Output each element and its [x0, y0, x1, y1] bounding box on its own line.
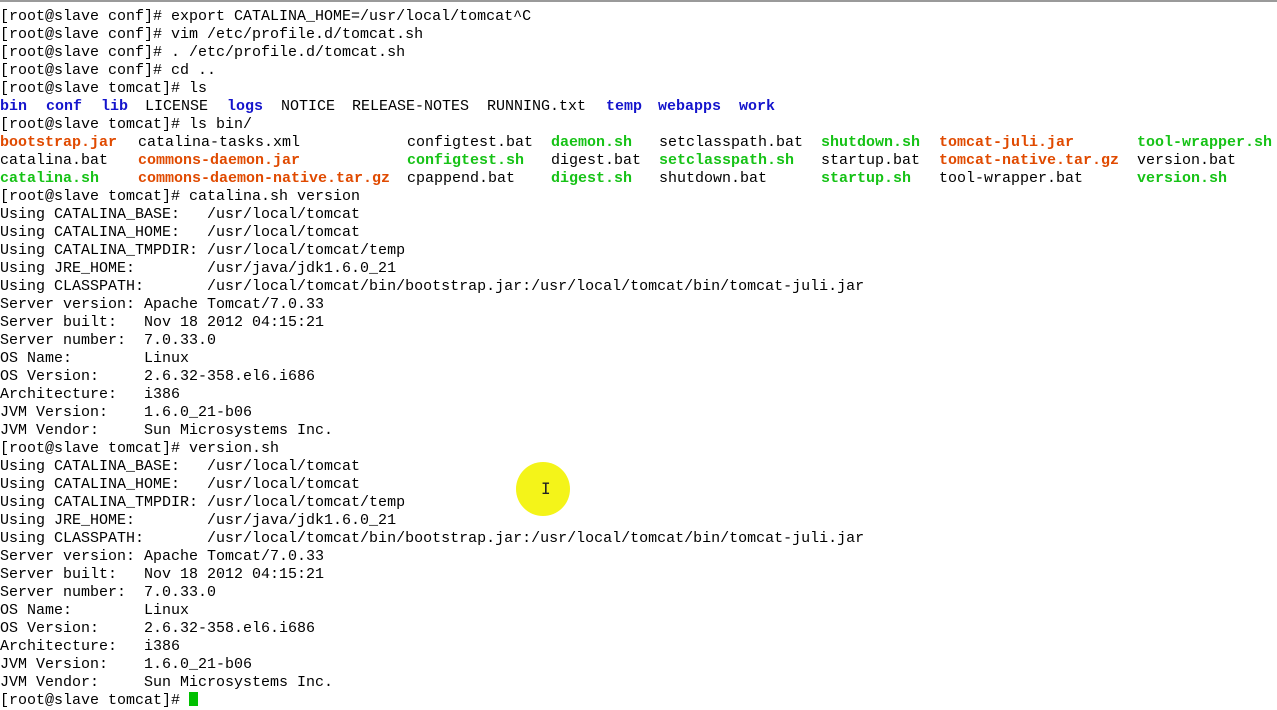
- mouse-highlight-circle: [516, 462, 570, 516]
- output-line: Using CATALINA_HOME: /usr/local/tomcat: [0, 224, 361, 241]
- terminal-line: [root@slave conf]# . /etc/profile.d/tomc…: [0, 44, 406, 61]
- output-line: Using CATALINA_BASE: /usr/local/tomcat: [0, 458, 361, 475]
- output-line: Using CATALINA_HOME: /usr/local/tomcat: [0, 476, 361, 493]
- ls-entry: tomcat-juli.jar: [939, 134, 1075, 151]
- ls-entry: version.sh: [1137, 170, 1228, 187]
- terminal-line: [root@slave tomcat]# version.sh: [0, 440, 280, 457]
- ls-entry: configtest.sh: [407, 152, 525, 169]
- ls-entry: RELEASE-NOTES: [352, 98, 470, 115]
- ls-entry: shutdown.bat: [659, 170, 768, 187]
- output-line: Server number: 7.0.33.0: [0, 584, 217, 601]
- ls-entry: configtest.bat: [407, 134, 534, 151]
- ls-entry: commons-daemon.jar: [138, 152, 301, 169]
- terminal-line: [root@slave conf]# cd ..: [0, 62, 217, 79]
- text-ibeam-icon: I: [541, 479, 551, 498]
- ls-root-listing: bin conf lib LICENSE logs NOTICE RELEASE…: [0, 98, 1277, 116]
- ls-entry: lib: [101, 98, 129, 115]
- output-line: Using CATALINA_TMPDIR: /usr/local/tomcat…: [0, 242, 406, 259]
- prompt-text: [root@slave tomcat]#: [0, 692, 190, 709]
- ls-entry: webapps: [658, 98, 722, 115]
- ls-entry: commons-daemon-native.tar.gz: [138, 170, 391, 187]
- ls-entry: LICENSE: [145, 98, 209, 115]
- terminal-line: [root@slave tomcat]# ls bin/: [0, 116, 253, 133]
- text-cursor: [189, 692, 199, 706]
- terminal-line: [root@slave tomcat]# ls: [0, 80, 208, 97]
- ls-entry: setclasspath.sh: [659, 152, 795, 169]
- output-line: Server version: Apache Tomcat/7.0.33: [0, 548, 325, 565]
- ls-entry: daemon.sh: [551, 134, 633, 151]
- terminal-line: [root@slave tomcat]# catalina.sh version: [0, 188, 361, 205]
- ls-entry: version.bat: [1137, 152, 1237, 169]
- ls-entry: startup.sh: [821, 170, 912, 187]
- output-line: Architecture: i386: [0, 386, 181, 403]
- active-prompt-line[interactable]: [root@slave tomcat]#: [0, 692, 1277, 710]
- ls-entry: catalina-tasks.xml: [138, 134, 301, 151]
- output-line: JVM Version: 1.6.0_21-b06: [0, 656, 253, 673]
- output-line: Using JRE_HOME: /usr/java/jdk1.6.0_21: [0, 260, 397, 277]
- output-line: Server version: Apache Tomcat/7.0.33: [0, 296, 325, 313]
- ls-entry: catalina.sh: [0, 170, 100, 187]
- output-line: OS Version: 2.6.32-358.el6.i686: [0, 620, 316, 637]
- ls-entry: RUNNING.txt: [487, 98, 587, 115]
- ls-entry: bootstrap.jar: [0, 134, 118, 151]
- ls-entry: temp: [606, 98, 643, 115]
- output-line: OS Name: Linux: [0, 350, 190, 367]
- ls-entry: logs: [227, 98, 264, 115]
- output-line: JVM Vendor: Sun Microsystems Inc.: [0, 422, 334, 439]
- ls-bin-row: bootstrap.jar catalina-tasks.xml configt…: [0, 134, 1277, 152]
- output-line: Using JRE_HOME: /usr/java/jdk1.6.0_21: [0, 512, 397, 529]
- ls-entry: NOTICE: [281, 98, 336, 115]
- output-line: JVM Vendor: Sun Microsystems Inc.: [0, 674, 334, 691]
- output-line: Using CLASSPATH: /usr/local/tomcat/bin/b…: [0, 278, 865, 295]
- ls-entry: digest.sh: [551, 170, 633, 187]
- ls-entry: digest.bat: [551, 152, 642, 169]
- ls-entry: tomcat-native.tar.gz: [939, 152, 1120, 169]
- ls-entry: shutdown.sh: [821, 134, 921, 151]
- output-line: Server built: Nov 18 2012 04:15:21: [0, 314, 325, 331]
- output-line: Using CLASSPATH: /usr/local/tomcat/bin/b…: [0, 530, 865, 547]
- ls-entry: catalina.bat: [0, 152, 109, 169]
- output-line: Server number: 7.0.33.0: [0, 332, 217, 349]
- ls-entry: conf: [46, 98, 83, 115]
- terminal-line: [root@slave conf]# export CATALINA_HOME=…: [0, 8, 532, 25]
- output-line: JVM Version: 1.6.0_21-b06: [0, 404, 253, 421]
- ls-entry: cpappend.bat: [407, 170, 516, 187]
- ls-entry: setclasspath.bat: [659, 134, 804, 151]
- output-line: Using CATALINA_BASE: /usr/local/tomcat: [0, 206, 361, 223]
- ls-bin-row: catalina.bat commons-daemon.jar configte…: [0, 152, 1277, 170]
- output-line: Server built: Nov 18 2012 04:15:21: [0, 566, 325, 583]
- output-line: Architecture: i386: [0, 638, 181, 655]
- ls-entry: bin: [0, 98, 28, 115]
- ls-entry: tool-wrapper.bat: [939, 170, 1084, 187]
- output-line: Using CATALINA_TMPDIR: /usr/local/tomcat…: [0, 494, 406, 511]
- ls-entry: startup.bat: [821, 152, 921, 169]
- ls-bin-row: catalina.sh commons-daemon-native.tar.gz…: [0, 170, 1277, 188]
- ls-entry: work: [739, 98, 776, 115]
- terminal-line: [root@slave conf]# vim /etc/profile.d/to…: [0, 26, 424, 43]
- output-line: OS Name: Linux: [0, 602, 190, 619]
- output-line: OS Version: 2.6.32-358.el6.i686: [0, 368, 316, 385]
- ls-entry: tool-wrapper.sh: [1137, 134, 1273, 151]
